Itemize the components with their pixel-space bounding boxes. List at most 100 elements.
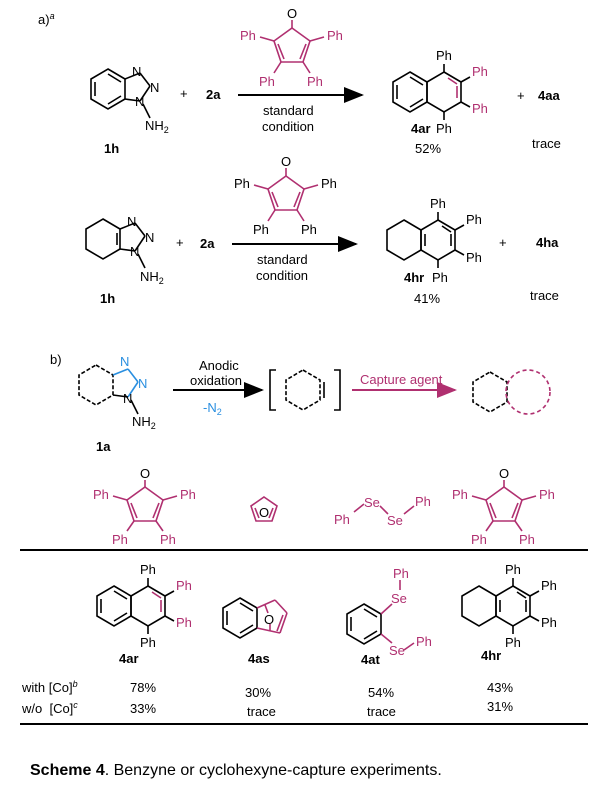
phenyl-label: Ph [541, 578, 557, 593]
step-text: Anodic [199, 358, 239, 373]
phenyl-label: Ph [472, 101, 488, 116]
atom-n: N [150, 80, 159, 95]
atom-nh2: NH2 [132, 414, 156, 431]
plus-sign: + [176, 235, 184, 250]
phenyl-label: Ph [432, 270, 448, 285]
byproduct-text: -N2 [203, 400, 222, 417]
table-row-label: w/o [Co]c [21, 700, 78, 716]
side-product-label: 4ha [536, 235, 559, 250]
phenyl-label: Ph [430, 196, 446, 211]
phenyl-label: Ph [327, 28, 343, 43]
step-text: oxidation [190, 373, 242, 388]
side-product-yield: trace [530, 288, 559, 303]
table-product-label: 4hr [481, 648, 501, 663]
part-b-label: b) [50, 352, 62, 367]
table-cell: 30% [245, 685, 271, 700]
atom-n: N [138, 376, 147, 391]
atom-n: N [123, 391, 132, 406]
tetracyclone-structure [253, 168, 319, 222]
phenyl-label: Ph [466, 250, 482, 265]
selenium-atom: Se [389, 643, 405, 658]
product-4at-structure [346, 580, 415, 651]
reactant-aminobenzotriazole [90, 68, 151, 119]
capture-agent-furan [250, 496, 278, 522]
plus-sign: + [517, 88, 525, 103]
product-yield: 41% [414, 291, 440, 306]
scheme-caption: Scheme 4. Benzyne or cyclohexyne-capture… [30, 762, 442, 780]
tetracyclone-structure [259, 20, 325, 74]
phenyl-label: Ph [140, 635, 156, 650]
atom-n: N [127, 214, 136, 229]
phenyl-label: Ph [160, 532, 176, 547]
phenyl-label: Ph [505, 635, 521, 650]
capture-agent-tetracyclone [112, 480, 178, 532]
condition-text: condition [262, 119, 314, 134]
phenyl-label: Ph [301, 222, 317, 237]
phenyl-label: Ph [416, 634, 432, 649]
phenyl-label: Ph [259, 74, 275, 89]
phenyl-label: Ph [519, 532, 535, 547]
product-label: 4ar [411, 121, 431, 136]
atom-o: O [259, 505, 269, 520]
table-cell: 78% [130, 680, 156, 695]
product-yield: 52% [415, 141, 441, 156]
phenyl-label: Ph [436, 48, 452, 63]
capture-agent-diphenyl-diselenide [353, 503, 415, 515]
atom-o: O [140, 466, 150, 481]
phenyl-label: Ph [539, 487, 555, 502]
table-row-label: with [Co]b [21, 679, 78, 695]
phenyl-label: Ph [334, 512, 350, 527]
caption-text: . Benzyne or cyclohexyne-capture experim… [104, 762, 442, 779]
atom-nh2: NH2 [140, 269, 164, 286]
phenyl-label: Ph [307, 74, 323, 89]
reactant-label: 1h [100, 291, 115, 306]
atom-o: O [264, 612, 274, 627]
plus-sign: + [180, 86, 188, 101]
side-product-label: 4aa [538, 88, 560, 103]
table-cell: trace [247, 704, 276, 719]
capture-agent-label: Capture agent [360, 372, 443, 387]
reactant-aminotetrahydrobenzotriazole [85, 218, 146, 269]
phenyl-label: Ph [93, 487, 109, 502]
caption-title: Scheme 4 [30, 762, 105, 779]
phenyl-label: Ph [112, 532, 128, 547]
phenyl-label: Ph [393, 566, 409, 581]
atom-n: N [130, 244, 139, 259]
phenyl-label: Ph [415, 494, 431, 509]
phenyl-label: Ph [436, 121, 452, 136]
atom-o: O [281, 154, 291, 169]
product-4ar-structure [96, 578, 175, 634]
benzyne-intermediate [269, 369, 341, 411]
side-product-yield: trace [532, 136, 561, 151]
phenyl-label: Ph [452, 487, 468, 502]
selenium-atom: Se [387, 513, 403, 528]
product-4as-structure [222, 597, 288, 639]
atom-n: N [132, 64, 141, 79]
reactant-aminobenzotriazole [78, 364, 139, 415]
phenyl-label: Ph [466, 212, 482, 227]
atom-o: O [287, 6, 297, 21]
table-product-label: 4ar [119, 651, 139, 666]
selenium-atom: Se [364, 495, 380, 510]
table-cell: 43% [487, 680, 513, 695]
product-4hr-structure [461, 578, 540, 634]
selenium-atom: Se [391, 591, 407, 606]
atom-n: N [145, 230, 154, 245]
table-product-label: 4as [248, 651, 270, 666]
atom-n: N [135, 94, 144, 109]
phenyl-label: Ph [253, 222, 269, 237]
capture-agent-tetracyclone [471, 480, 537, 532]
phenyl-label: Ph [541, 615, 557, 630]
table-cell: 33% [130, 701, 156, 716]
condition-text: standard [257, 252, 308, 267]
phenyl-label: Ph [176, 578, 192, 593]
table-product-label: 4at [361, 652, 380, 667]
reagent-label: 2a [206, 87, 221, 102]
product-tetraphenyltetrahydronaphthalene [386, 212, 465, 268]
phenyl-label: Ph [472, 64, 488, 79]
phenyl-label: Ph [321, 176, 337, 191]
phenyl-label: Ph [176, 615, 192, 630]
phenyl-label: Ph [180, 487, 196, 502]
phenyl-label: Ph [505, 562, 521, 577]
table-cell: 54% [368, 685, 394, 700]
